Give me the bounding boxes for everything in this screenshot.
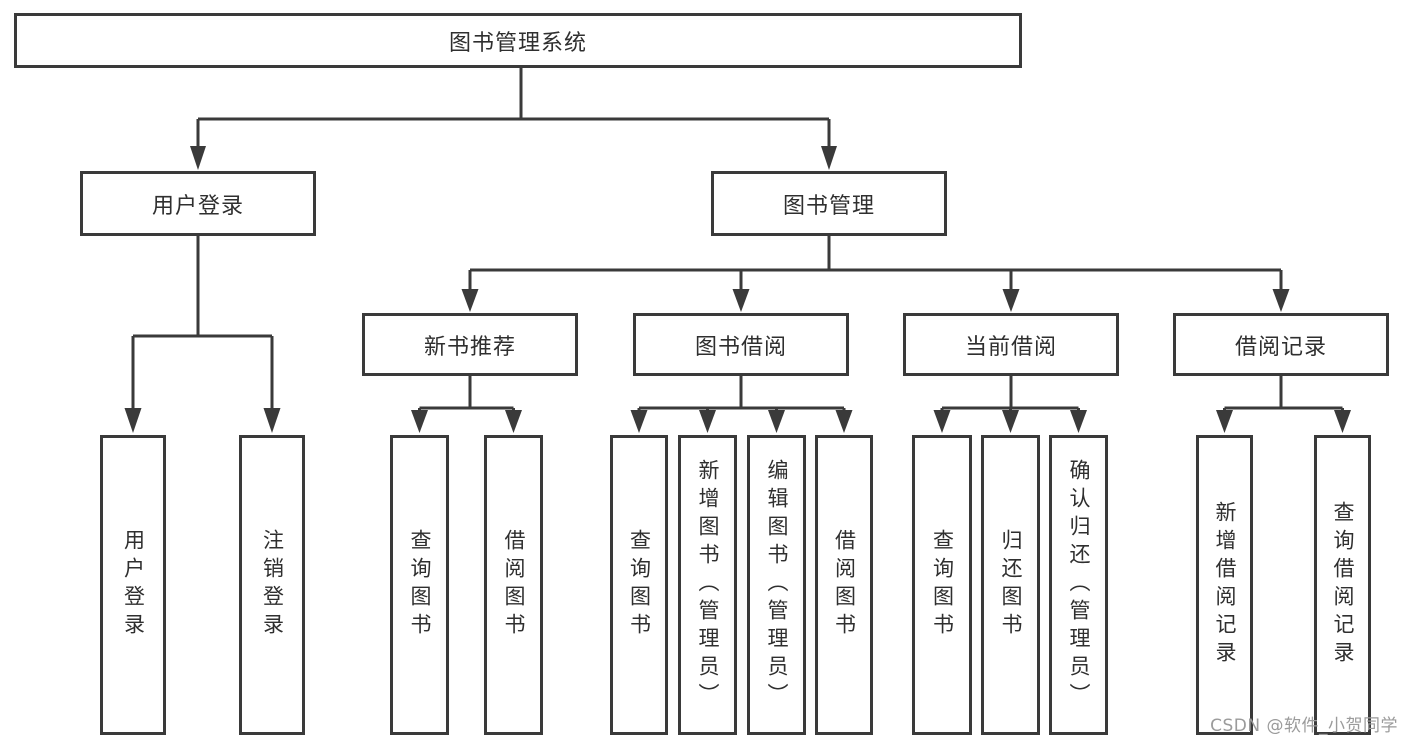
leaf-label: 新增图书（管理员） [696, 459, 720, 711]
node-label: 图书借阅 [694, 334, 787, 360]
arrowhead [933, 410, 951, 433]
leaf-label: 查询图书 [408, 529, 432, 641]
node-borrowing-records: 借阅记录 [1173, 313, 1389, 376]
connector-bookmgmt-to-level3 [468, 236, 1283, 291]
leaf-label: 编辑图书（管理员） [765, 459, 789, 711]
arrowhead [263, 408, 281, 433]
connector-userlogin-to-leaves [131, 236, 274, 410]
node-label: 图书管理 [782, 193, 875, 219]
leaf-records-add-record: 新增借阅记录 [1196, 435, 1253, 735]
leaf-label: 借阅图书 [502, 529, 526, 641]
leaf-label: 查询图书 [930, 529, 955, 641]
leaf-label: 确认归还（管理员） [1067, 459, 1091, 711]
arrowhead [1002, 410, 1019, 433]
arrowhead [1070, 410, 1087, 433]
node-user-login: 用户登录 [80, 171, 316, 236]
leaf-borrow-borrow-books: 借阅图书 [815, 435, 873, 735]
leaf-current-confirm-return-admin: 确认归还（管理员） [1049, 435, 1108, 735]
arrowhead [505, 410, 522, 433]
node-library-management-system: 图书管理系统 [14, 13, 1022, 68]
arrowhead [821, 146, 837, 170]
connector-bookborrow-to-leaves [637, 376, 846, 411]
arrowhead [124, 408, 142, 433]
arrowhead [699, 410, 716, 433]
node-current-borrowing: 当前借阅 [903, 313, 1119, 376]
arrowhead [1334, 410, 1351, 433]
leaf-label: 查询图书 [627, 529, 652, 641]
connector-newbook-to-leaves [418, 376, 515, 411]
arrowhead [461, 289, 479, 312]
leaf-label: 用户登录 [121, 529, 146, 641]
csdn-watermark: CSDN @软件_小贺同学 [1210, 716, 1398, 736]
leaf-current-query-books: 查询图书 [912, 435, 972, 735]
leaf-borrow-edit-books-admin: 编辑图书（管理员） [747, 435, 806, 735]
node-label: 图书管理系统 [448, 30, 587, 56]
leaf-borrow-add-books-admin: 新增图书（管理员） [678, 435, 737, 735]
leaf-label: 新增借阅记录 [1213, 501, 1237, 669]
connector-records-to-leaves [1223, 376, 1344, 411]
arrowhead [768, 410, 785, 433]
connector-root-to-level2 [196, 68, 831, 148]
node-new-book-recommendation: 新书推荐 [362, 313, 578, 376]
arrowhead [190, 146, 206, 170]
leaf-newbook-borrow-books: 借阅图书 [484, 435, 543, 735]
leaf-label: 注销登录 [260, 529, 285, 641]
node-label: 当前借阅 [964, 334, 1057, 360]
leaf-borrow-query-books: 查询图书 [610, 435, 668, 735]
arrowhead [630, 410, 648, 433]
node-book-borrowing: 图书借阅 [633, 313, 849, 376]
connector-currentborrow-to-leaves [940, 376, 1080, 411]
leaf-records-query-record: 查询借阅记录 [1314, 435, 1371, 735]
leaf-label: 借阅图书 [832, 529, 857, 641]
node-label: 用户登录 [151, 193, 244, 219]
leaf-user-login: 用户登录 [100, 435, 166, 735]
leaf-current-return-books: 归还图书 [981, 435, 1040, 735]
leaf-logout: 注销登录 [239, 435, 305, 735]
node-book-management: 图书管理 [711, 171, 947, 236]
leaf-label: 查询借阅记录 [1331, 501, 1355, 669]
leaf-label: 归还图书 [999, 529, 1023, 641]
leaf-newbook-query-books: 查询图书 [390, 435, 449, 735]
arrowhead [732, 289, 750, 312]
node-label: 借阅记录 [1234, 334, 1327, 360]
arrowhead [1216, 410, 1233, 433]
arrowhead [411, 410, 428, 433]
node-label: 新书推荐 [423, 334, 516, 360]
arrowhead [1002, 289, 1020, 312]
arrowhead [835, 410, 853, 433]
arrowhead [1272, 289, 1290, 312]
